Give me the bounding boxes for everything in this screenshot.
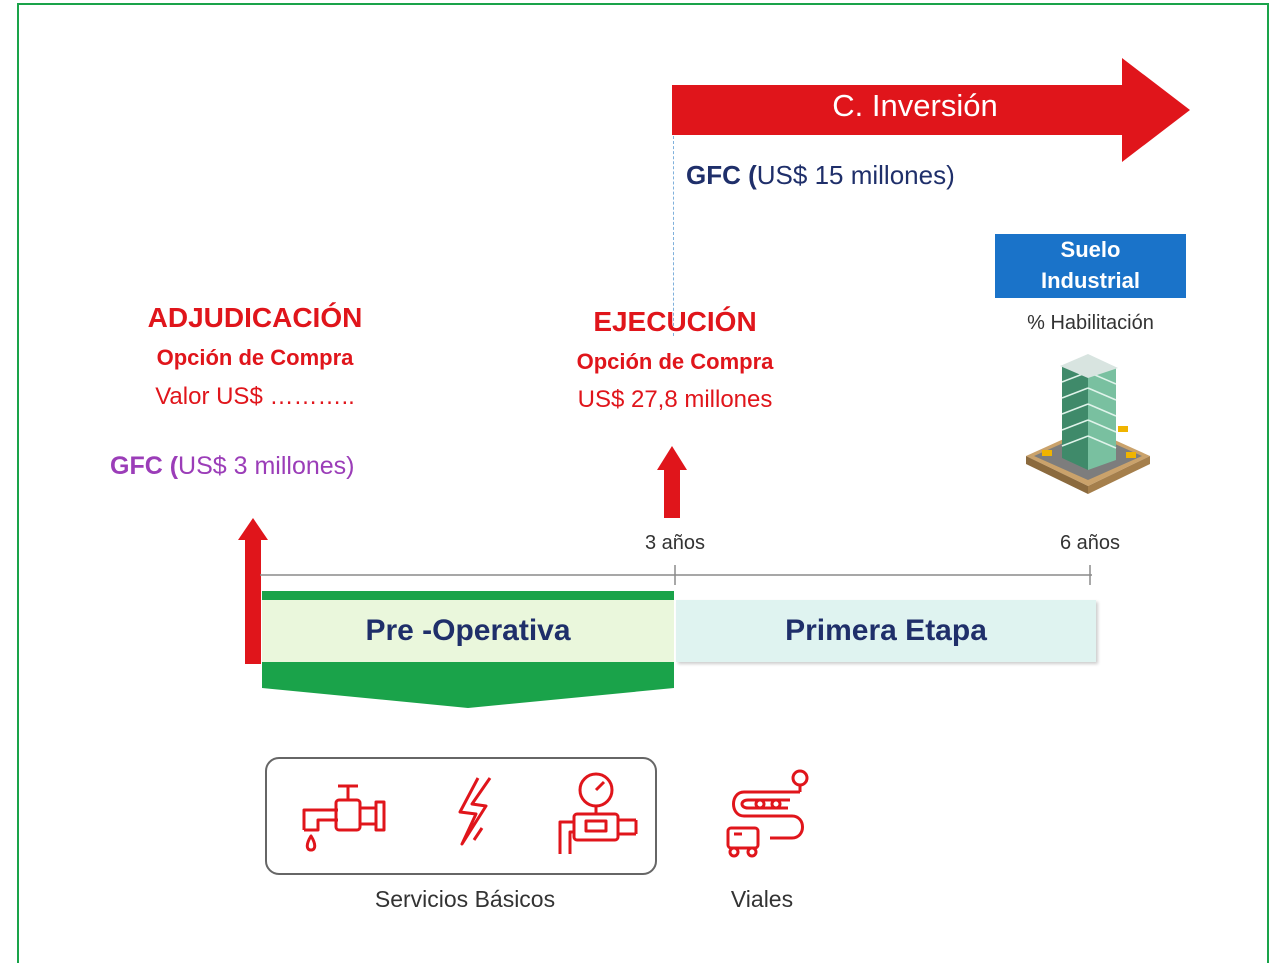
diagram-frame — [17, 3, 1269, 963]
ejecucion-up-arrow — [657, 446, 687, 518]
suelo-title-2: Industrial — [1040, 268, 1140, 293]
servicios-label: Servicios Básicos — [374, 886, 556, 912]
adjudicacion-title: ADJUDICACIÓN — [147, 302, 363, 333]
investment-label: C. Inversión — [832, 88, 998, 123]
suelo-title-1: Suelo — [1060, 237, 1121, 262]
stage-primera-etapa: Primera Etapa — [676, 600, 1096, 662]
ejecucion-valor: US$ 27,8 millones — [577, 386, 773, 413]
investment-arrow — [672, 58, 1190, 162]
gfc-investment-bold: GFC ( — [686, 160, 757, 190]
pre-operativa-topbar — [262, 591, 674, 600]
lightning-icon — [458, 777, 492, 846]
habilitacion-label: % Habilitación — [1027, 312, 1154, 334]
adjudicacion-valor: Valor US$ ……….. — [155, 383, 355, 410]
gfc-investment: GFC (US$ 15 millones) — [686, 160, 955, 191]
gfc-adjudicacion: GFC (US$ 3 millones) — [110, 452, 355, 481]
dashed-guide-line — [673, 136, 674, 336]
suelo-industrial-badge: Suelo Industrial — [995, 234, 1186, 298]
road-icon — [726, 769, 809, 858]
timeline-axis — [260, 565, 1092, 585]
gas-meter-icon — [558, 772, 638, 854]
timeline-mark-3: 3 años — [644, 532, 706, 554]
gfc-adjudicacion-bold: GFC ( — [110, 452, 179, 480]
stage-pre-operativa: Pre -Operativa — [262, 600, 674, 662]
timeline-mark-6: 6 años — [1059, 532, 1121, 554]
servicios-box — [265, 757, 657, 875]
viales-label: Viales — [730, 886, 794, 912]
adjudicacion-up-arrow — [238, 518, 268, 664]
building-icon — [1026, 354, 1150, 494]
gfc-investment-amount: US$ 15 millones) — [756, 160, 955, 190]
ejecucion-title: EJECUCIÓN — [593, 306, 757, 337]
water-tap-icon — [302, 784, 386, 852]
gfc-adjudicacion-amount: US$ 3 millones) — [178, 452, 355, 480]
pre-operativa-chevron — [262, 662, 674, 708]
ejecucion-opcion: Opción de Compra — [576, 349, 774, 374]
adjudicacion-opcion: Opción de Compra — [156, 345, 354, 370]
